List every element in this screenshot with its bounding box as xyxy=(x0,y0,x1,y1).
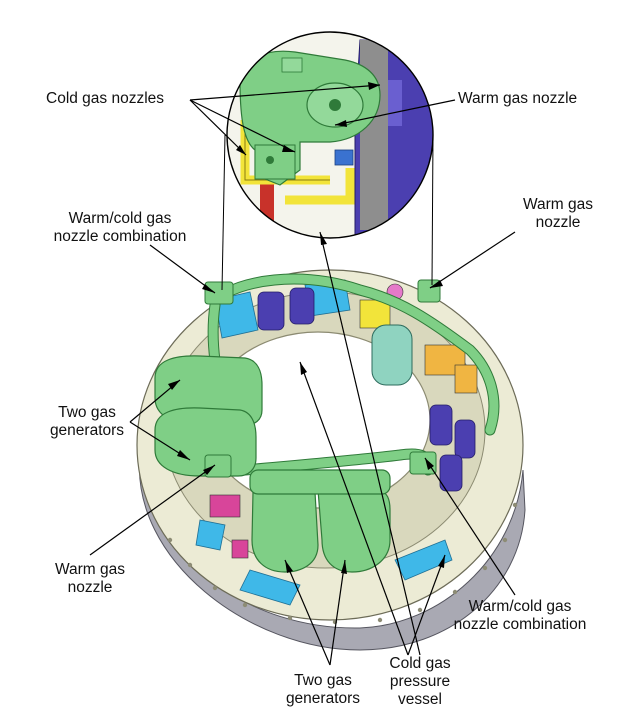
label-line: generators xyxy=(49,422,125,439)
rim-bolts xyxy=(167,502,518,625)
label-line: Two gas xyxy=(294,672,352,689)
label-line: Two gas xyxy=(58,404,116,421)
blue-components xyxy=(257,287,476,492)
label-line: pressure xyxy=(389,673,451,690)
label-warm-gas-nozzle-right: Warm gas nozzle xyxy=(508,196,608,232)
label-warm-cold-combination-right: Warm/cold gas nozzle combination xyxy=(440,598,600,634)
label-line: Warm gas xyxy=(522,196,594,213)
magnified-inset xyxy=(221,31,434,291)
label-line: nozzle xyxy=(535,214,581,231)
leader-arrowheads xyxy=(168,82,445,574)
cold-gas-pressure-vessel xyxy=(371,324,413,386)
label-cold-gas-pressure-vessel: Cold gas pressure vessel xyxy=(378,655,462,709)
label-warm-cold-combination-left: Warm/cold gas nozzle combination xyxy=(40,210,200,246)
leader-lines xyxy=(89,84,516,666)
label-line: nozzle xyxy=(67,579,113,596)
label-line: Cold gas xyxy=(389,655,451,672)
label-warm-gas-nozzle-left: Warm gas nozzle xyxy=(40,561,140,597)
label-warm-gas-nozzle-top: Warm gas nozzle xyxy=(458,90,578,107)
label-line: generators xyxy=(285,690,361,707)
label-two-gas-generators-bottom: Two gas generators xyxy=(278,672,368,708)
label-cold-gas-nozzles: Cold gas nozzles xyxy=(46,90,165,107)
label-line: vessel xyxy=(398,691,442,708)
label-line: Warm gas xyxy=(54,561,126,578)
label-line: Warm/cold gas xyxy=(468,598,572,615)
label-line: nozzle combination xyxy=(53,228,187,245)
gas-generators-bottom xyxy=(249,469,391,573)
label-line: nozzle combination xyxy=(453,616,587,633)
label-line: Warm/cold gas xyxy=(68,210,172,227)
label-two-gas-generators-left: Two gas generators xyxy=(42,404,132,440)
